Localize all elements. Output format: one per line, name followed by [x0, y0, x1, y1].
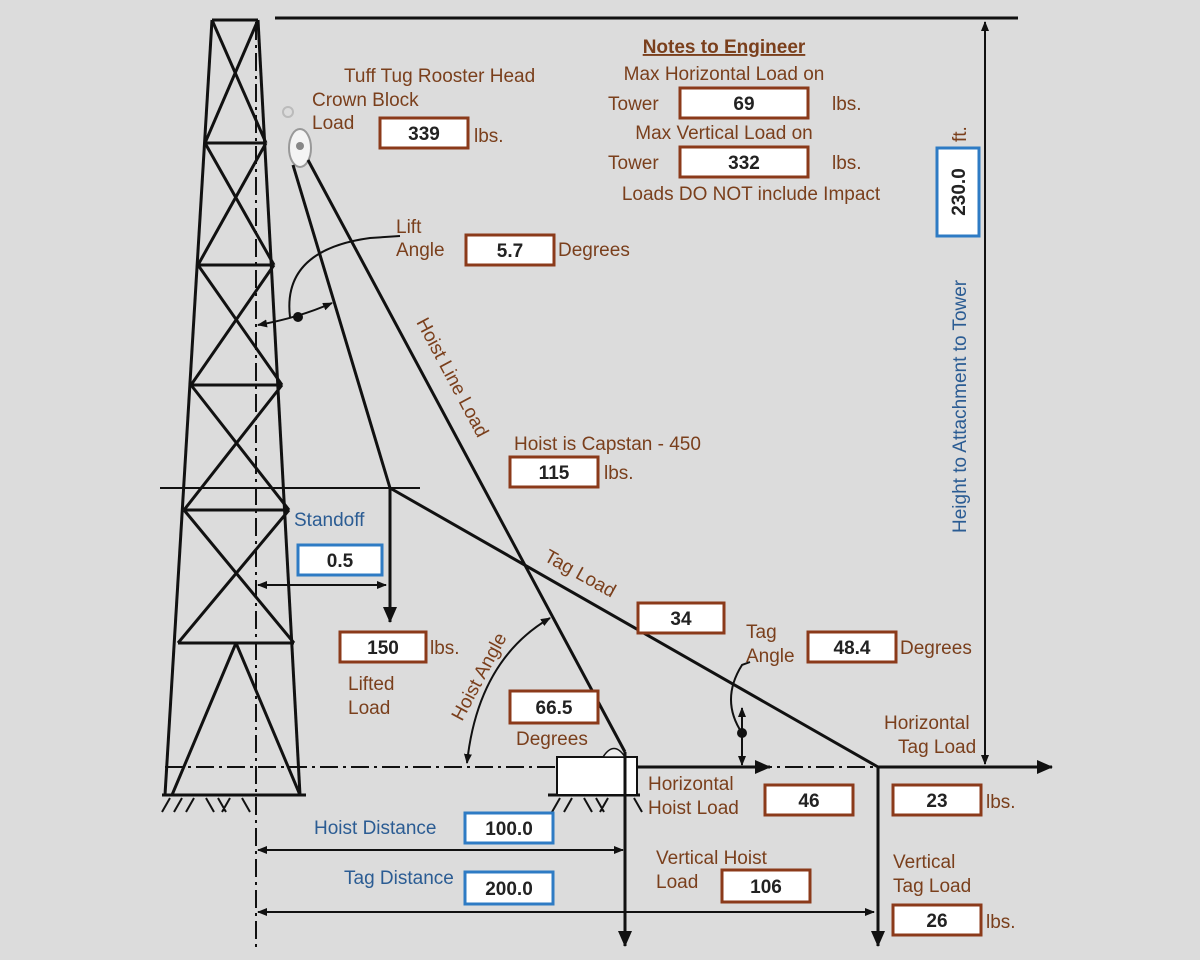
- lifted-load-label: Lifted: [348, 674, 394, 695]
- max-vertical-label-tower: Tower: [608, 153, 659, 174]
- horizontal-hoist-load-field[interactable]: [763, 783, 855, 817]
- anchor-shackle: [601, 747, 627, 758]
- hoist-angle-units: Degrees: [516, 729, 588, 750]
- horizontal-hoist-load-label-2: Hoist Load: [648, 798, 739, 819]
- hoist-angle-value: 66.5: [536, 698, 573, 719]
- lifted-load-field[interactable]: [338, 630, 428, 664]
- horizontal-tag-load-field[interactable]: [891, 783, 983, 817]
- height-units: ft.: [950, 126, 971, 142]
- crown-block-load-field[interactable]: [378, 116, 470, 150]
- hoist-distance-field[interactable]: [463, 811, 555, 845]
- tag-load-value: 34: [670, 609, 692, 630]
- hoist-distance-label: Hoist Distance: [314, 818, 437, 839]
- max-vertical-label: Max Vertical Load on: [635, 123, 812, 144]
- horizontal-hoist-load-label: Horizontal: [648, 774, 734, 795]
- lift-angle-field[interactable]: [464, 233, 556, 267]
- horizontal-tag-load-value: 23: [926, 791, 947, 812]
- crown-block-label: Crown Block: [312, 90, 419, 111]
- vertical-tag-load-label: Vertical: [893, 852, 955, 873]
- hoist-angle-arc: [463, 617, 551, 764]
- max-vertical-field[interactable]: [678, 145, 810, 179]
- lift-angle-units: Degrees: [558, 240, 630, 261]
- lattice-tower: [163, 18, 302, 796]
- vertical-tag-load-label-2: Tag Load: [893, 876, 971, 897]
- vertical-hoist-load-label: Vertical Hoist: [656, 848, 768, 869]
- horizontal-tag-load-label-2: Tag Load: [898, 737, 976, 758]
- horizontal-hoist-load-value: 46: [798, 791, 819, 812]
- notes-title: Notes to Engineer: [643, 37, 806, 58]
- lifted-load-units: lbs.: [430, 638, 460, 659]
- lifted-load-value: 150: [367, 638, 399, 659]
- vertical-hoist-load-value: 106: [750, 877, 782, 898]
- horizontal-tag-load-units: lbs.: [986, 792, 1016, 813]
- crown-block-label-load: Load: [312, 113, 354, 134]
- tag-angle-label: Tag: [746, 622, 777, 643]
- max-horizontal-label-tower: Tower: [608, 94, 659, 115]
- vertical-tag-load-units: lbs.: [986, 912, 1016, 933]
- max-horizontal-value: 69: [733, 94, 754, 115]
- ground-hatching: [161, 797, 643, 813]
- max-vertical-units: lbs.: [832, 153, 862, 174]
- standoff-value: 0.5: [327, 551, 354, 572]
- vertical-hoist-load-label-2: Load: [656, 872, 698, 893]
- lift-angle-label: Lift: [396, 217, 422, 238]
- tag-distance-field[interactable]: [463, 870, 555, 906]
- hoist-label: Hoist is Capstan - 450: [514, 434, 701, 455]
- height-label: Height to Attachment to Tower: [950, 279, 971, 533]
- tag-distance-value: 200.0: [485, 879, 533, 900]
- vertical-hoist-load-field[interactable]: [720, 868, 812, 904]
- crown-block-load-value: 339: [408, 124, 440, 145]
- standoff-label: Standoff: [294, 510, 365, 531]
- max-vertical-value: 332: [728, 153, 760, 174]
- tag-line: [389, 486, 879, 769]
- max-horizontal-field[interactable]: [678, 86, 810, 120]
- tag-angle-label-2: Angle: [746, 646, 795, 667]
- tag-load-label: Tag Load: [541, 546, 620, 602]
- lift-angle-leader: [288, 235, 401, 318]
- tag-angle-field[interactable]: [806, 630, 898, 664]
- tag-angle-leader: [730, 661, 751, 734]
- hoist-line: [306, 159, 627, 753]
- max-horizontal-units: lbs.: [832, 94, 862, 115]
- tag-angle-value: 48.4: [834, 638, 871, 659]
- vertical-tag-load-field[interactable]: [891, 903, 983, 937]
- max-horizontal-label: Max Horizontal Load on: [624, 64, 825, 85]
- hoist-distance-value: 100.0: [485, 819, 533, 840]
- crown-block-icon: [282, 106, 312, 168]
- lifted-load-label-2: Load: [348, 698, 390, 719]
- tag-distance-label: Tag Distance: [344, 868, 454, 889]
- lift-line: [291, 164, 392, 489]
- tag-load-field[interactable]: [636, 601, 726, 635]
- horizontal-tag-load-label: Horizontal: [884, 713, 970, 734]
- hoist-value: 115: [539, 463, 570, 484]
- hoist-angle-field[interactable]: [508, 689, 600, 725]
- hoist-field[interactable]: [508, 455, 600, 489]
- hoist-units: lbs.: [604, 463, 634, 484]
- crown-block-units: lbs.: [474, 126, 504, 147]
- vertical-tag-load-value: 26: [926, 911, 947, 932]
- impact-note: Loads DO NOT include Impact: [622, 184, 881, 205]
- crown-block-title: Tuff Tug Rooster Head: [344, 66, 535, 87]
- lift-angle-value: 5.7: [497, 241, 523, 262]
- lift-angle-pivot: [293, 312, 303, 322]
- standoff-field[interactable]: [296, 543, 384, 577]
- lift-angle-label-2: Angle: [396, 240, 445, 261]
- height-value: 230.0: [949, 168, 970, 216]
- tag-angle-units: Degrees: [900, 638, 972, 659]
- height-field[interactable]: [935, 146, 981, 238]
